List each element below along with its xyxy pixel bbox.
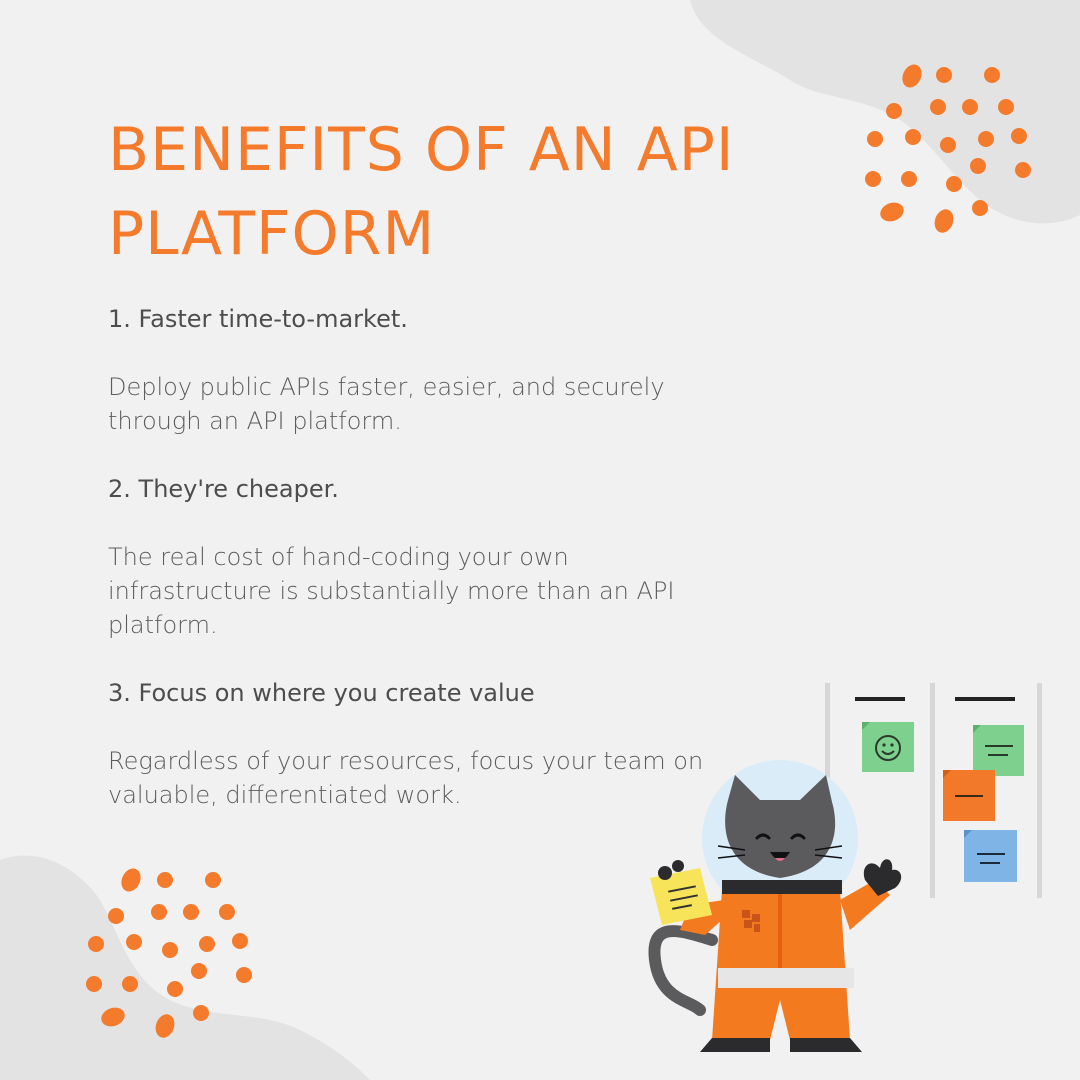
tail-icon: [648, 925, 718, 1016]
benefit-heading: 3. Focus on where you create value: [108, 679, 535, 707]
sticky-note-blue-icon: [964, 830, 1017, 882]
benefit-item: 3. Focus on where you create value Regar…: [108, 676, 728, 812]
page-title: BENEFITS OF AN API PLATFORM: [108, 115, 735, 269]
benefit-description: Deploy public APIs faster, easier, and s…: [108, 373, 665, 435]
cat-head-icon: [725, 775, 836, 878]
benefit-heading: 2. They're cheaper.: [108, 475, 339, 503]
waving-paw-icon: [863, 859, 902, 896]
benefit-heading: 1. Faster time-to-market.: [108, 305, 408, 333]
suit-logo-icon: [742, 910, 760, 932]
sticky-note-smiley-icon: [862, 722, 914, 772]
sticky-note-orange-icon: [943, 770, 995, 821]
benefit-description: The real cost of hand-coding your own in…: [108, 543, 675, 639]
top-right-dots: [865, 64, 1031, 233]
held-sticky-note-icon: [650, 860, 712, 925]
bottom-left-blob: [0, 855, 370, 1080]
benefit-item: 2. They're cheaper. The real cost of han…: [108, 472, 728, 642]
right-boot-icon: [790, 1038, 862, 1052]
left-boot-icon: [700, 1038, 770, 1052]
benefit-item: 1. Faster time-to-market. Deploy public …: [108, 302, 728, 438]
bottom-left-dots: [86, 868, 252, 1038]
astronaut-cat-illustration: [648, 683, 1042, 1052]
benefits-list: 1. Faster time-to-market. Deploy public …: [108, 302, 728, 846]
benefit-description: Regardless of your resources, focus your…: [108, 747, 704, 809]
sticky-note-green-icon: [973, 725, 1024, 776]
